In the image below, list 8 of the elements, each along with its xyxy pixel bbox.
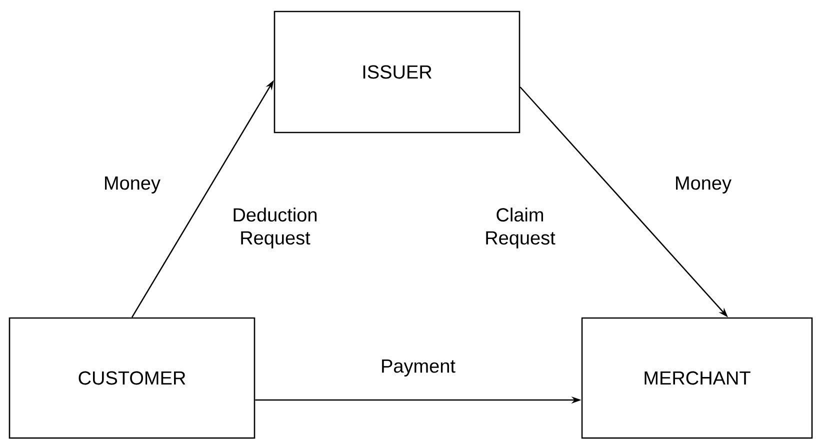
edge-label: Money — [674, 176, 733, 194]
label: Deduction Request — [234, 208, 317, 248]
edge-label: Money — [102, 176, 162, 194]
edge-label: Payment — [380, 358, 456, 378]
box: CUSTOMER — [8, 317, 256, 439]
box: MERCHANT — [581, 317, 813, 439]
box: ISSUER — [274, 10, 520, 134]
label: Claim Request — [486, 208, 556, 248]
